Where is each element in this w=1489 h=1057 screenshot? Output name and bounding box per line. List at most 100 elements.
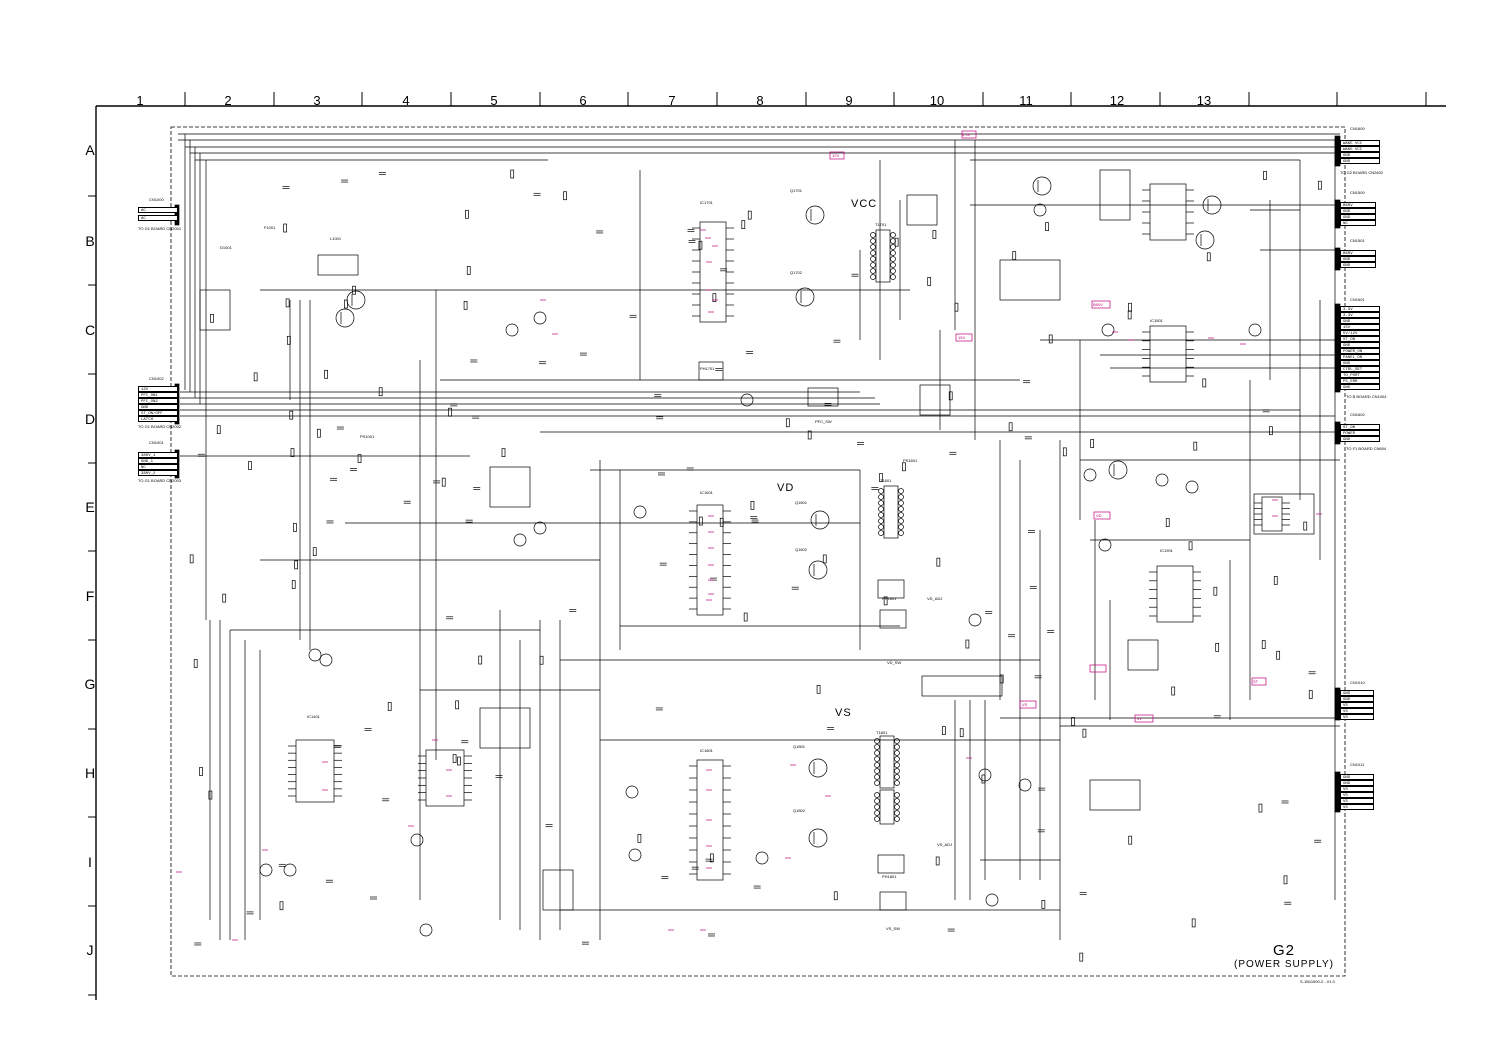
photocoupler-label: PH1601 xyxy=(882,596,897,601)
connector-pin: AC xyxy=(138,207,178,213)
winding xyxy=(898,524,904,530)
resistor xyxy=(1276,650,1281,660)
resistor xyxy=(316,428,321,438)
resistor xyxy=(1012,251,1017,260)
connector-note: TO G1 BOARD CN2002 xyxy=(138,424,182,429)
transistor-symbol xyxy=(633,505,647,519)
sw-label: VS_SW xyxy=(886,926,901,931)
resistor xyxy=(637,834,642,843)
test-point-box xyxy=(955,333,973,342)
col-label: 2 xyxy=(224,93,232,108)
winding xyxy=(878,512,884,518)
winding xyxy=(894,780,900,786)
resistor xyxy=(747,210,752,220)
row-label: G xyxy=(84,676,96,692)
photocoupler-label: PH1701 xyxy=(700,366,715,371)
winding xyxy=(894,744,900,750)
connector-pin: VS xyxy=(1340,804,1374,810)
resistor xyxy=(208,790,213,800)
resistor xyxy=(216,425,221,435)
resistor xyxy=(1191,918,1196,928)
transistor-symbol xyxy=(308,648,322,662)
resistor xyxy=(285,298,290,308)
winding xyxy=(874,750,880,756)
component-box xyxy=(479,707,531,749)
component-box xyxy=(1099,169,1131,221)
voltage-markers xyxy=(176,130,1322,941)
winding xyxy=(878,488,884,494)
winding xyxy=(878,518,884,524)
resistor xyxy=(719,517,724,527)
transistor-label: Q1701 xyxy=(790,188,803,193)
winding xyxy=(890,262,896,268)
resistor xyxy=(1171,686,1176,696)
wiring xyxy=(178,133,1340,940)
component-box xyxy=(698,361,724,381)
component-box xyxy=(879,891,907,911)
col-label: 6 xyxy=(579,93,587,108)
resistor xyxy=(816,684,821,694)
resistor xyxy=(463,301,468,310)
transistor-symbol xyxy=(319,653,333,667)
row-label: C xyxy=(84,322,96,338)
connector-pin: GND xyxy=(1340,780,1374,786)
mosfet-symbol xyxy=(335,308,355,328)
connector-ref: CN1001 xyxy=(149,440,164,445)
test-point: VS xyxy=(1022,702,1028,707)
resistor xyxy=(1008,422,1013,432)
winding xyxy=(894,774,900,780)
test-point-box xyxy=(829,151,845,160)
test-point-box xyxy=(1251,677,1267,686)
component-box xyxy=(919,384,951,416)
transistor-symbol xyxy=(259,863,273,877)
connector-pin: GND xyxy=(1340,774,1374,780)
resistor xyxy=(478,655,483,665)
resistor xyxy=(902,462,906,472)
row-label: B xyxy=(85,233,95,249)
transistor-symbol xyxy=(755,851,769,865)
connector-ref: CN1010 xyxy=(1350,680,1365,685)
connector-pin: ST_ON/OFF xyxy=(138,410,178,416)
resistor xyxy=(455,700,459,710)
transistor-symbol xyxy=(283,863,297,877)
transistor-symbol xyxy=(533,521,547,535)
t1801-body xyxy=(879,735,895,789)
transistor-symbol xyxy=(968,613,982,627)
resistor xyxy=(1261,640,1266,649)
resistor xyxy=(1188,541,1193,551)
ic-label: IC1701 xyxy=(700,200,713,205)
connector-ref: CN1000 xyxy=(149,197,164,202)
resistor xyxy=(822,554,827,564)
resistor xyxy=(1318,180,1322,190)
mosfet-symbol xyxy=(1202,195,1222,215)
row-label: H xyxy=(84,765,96,781)
winding xyxy=(890,244,896,250)
col-label: 4 xyxy=(402,93,410,108)
transistor-label: Q1802 xyxy=(793,808,806,813)
ic1401-body xyxy=(295,739,335,803)
winding xyxy=(894,762,900,768)
transistor-symbol xyxy=(1248,323,1262,337)
test-point-box xyxy=(1019,700,1037,709)
transistor-symbol xyxy=(625,785,639,799)
transistor-symbol xyxy=(628,848,642,862)
connector-pin: 3.3V xyxy=(1340,306,1380,312)
connector-pin: TO_PORT xyxy=(1340,372,1380,378)
connector-pin: GND xyxy=(138,404,178,410)
mosfet-symbol xyxy=(808,758,828,778)
resistor xyxy=(1193,441,1198,451)
component-box xyxy=(1089,779,1141,811)
resistor xyxy=(387,702,392,711)
winding xyxy=(870,232,876,238)
winding xyxy=(874,792,880,798)
connector-pin: 5V/12V xyxy=(1340,330,1380,336)
resistor xyxy=(210,313,214,323)
transistor-symbol xyxy=(1155,473,1169,487)
sw-label: VD_SW xyxy=(887,660,902,665)
winding xyxy=(898,512,904,518)
resistor xyxy=(1213,586,1218,596)
section-label-vd: VD xyxy=(777,482,795,494)
winding xyxy=(878,530,884,536)
t1701-body xyxy=(875,229,891,283)
